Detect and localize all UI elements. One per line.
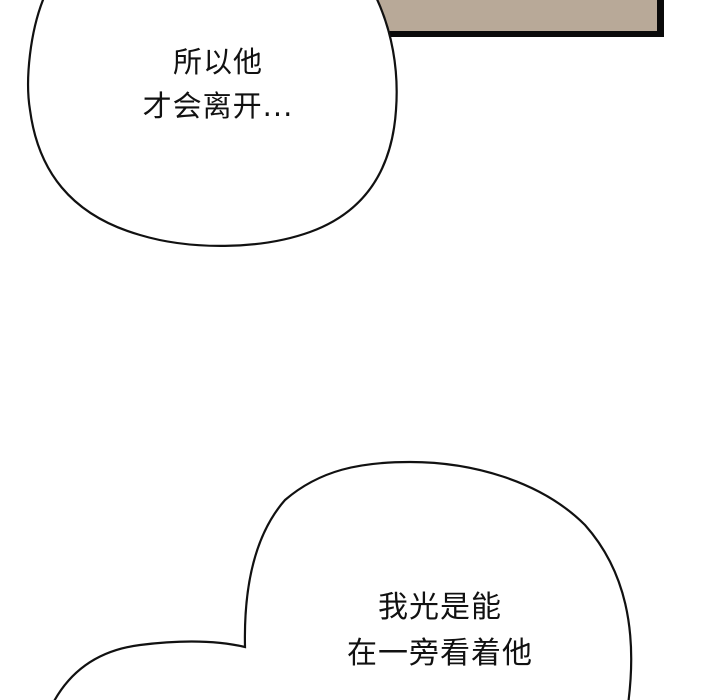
- bubble-2-line-1: 我光是能: [378, 590, 502, 625]
- speech-bubble-1: [27, 0, 398, 247]
- bubble-1-line-2: 才会离开...: [142, 89, 294, 123]
- bubble-2-line-2: 在一旁看着他: [347, 636, 533, 671]
- bubble-1-line-1: 所以他: [172, 45, 263, 79]
- speech-bubble-2-text: 我光是能 在一旁看着他: [320, 585, 560, 677]
- speech-bubble-1-text: 所以他 才会离开...: [108, 40, 328, 128]
- top-panel-frame: [372, 0, 664, 37]
- speech-bubble-2: [53, 460, 633, 700]
